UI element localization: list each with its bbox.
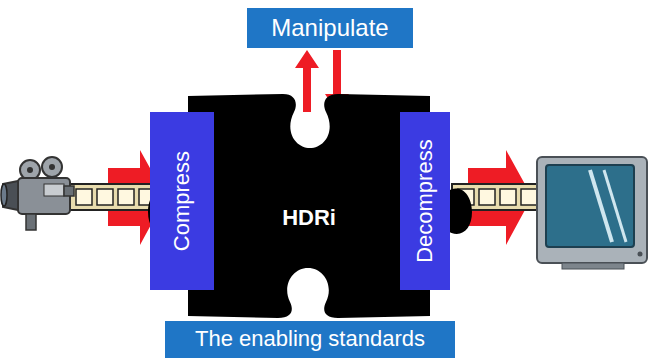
box-label: The enabling standards [195,327,425,351]
box-label: Manipulate [271,15,388,41]
television [537,157,647,269]
puzzle-label: HDRi [282,206,336,230]
video-camera [1,157,74,230]
film-strip [70,184,162,210]
process-box: Compress [150,112,214,290]
box-label: Decompress [413,139,437,262]
flow-arrow [295,50,319,112]
caption-bar: The enabling standards [165,321,455,358]
title-bar: Manipulate [247,8,413,48]
box-label: Compress [170,151,194,251]
puzzle-shape [148,94,472,318]
process-box: Decompress [400,112,450,290]
